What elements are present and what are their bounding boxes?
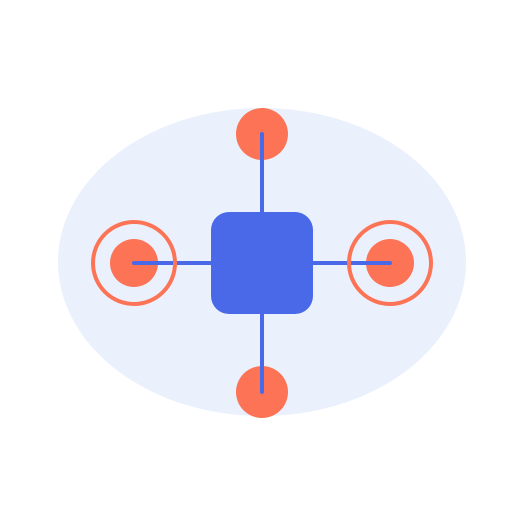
- node-right-ring: [347, 220, 433, 306]
- hub-square: [211, 212, 313, 314]
- node-left-ring: [91, 220, 177, 306]
